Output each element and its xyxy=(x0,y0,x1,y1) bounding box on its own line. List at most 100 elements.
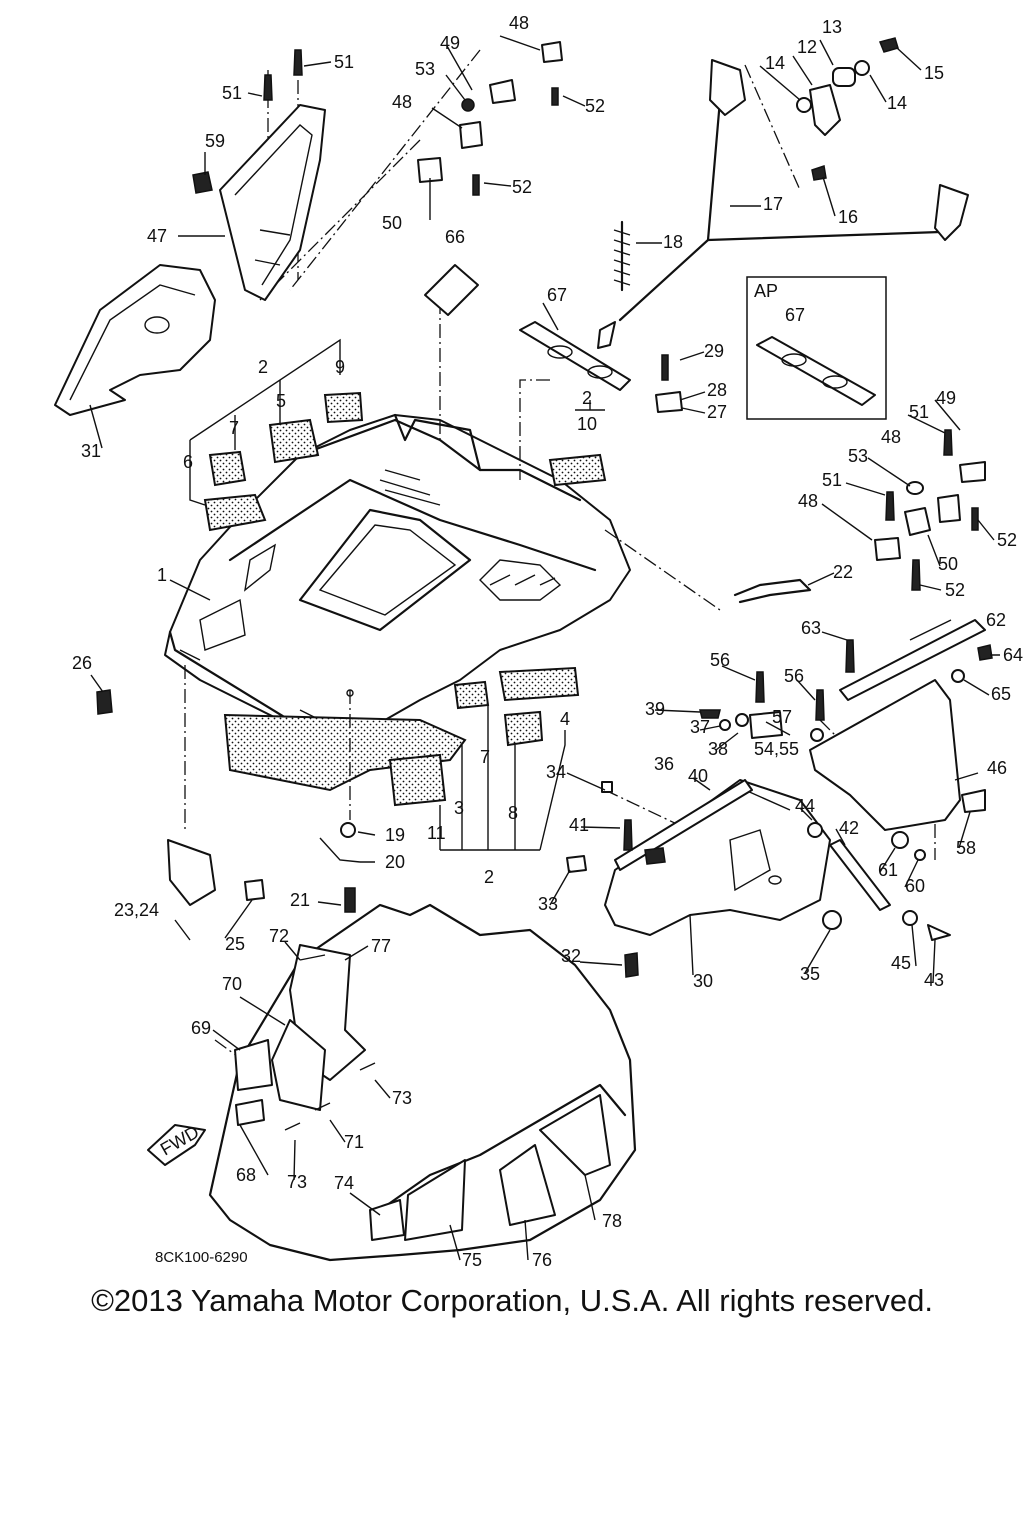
label-14: 14 xyxy=(887,93,907,113)
label-47: 47 xyxy=(147,226,167,246)
drawing-code: 8CK100-6290 xyxy=(155,1249,248,1266)
label-52: 52 xyxy=(585,96,605,116)
label-48: 48 xyxy=(881,427,901,447)
label-78: 78 xyxy=(602,1211,622,1231)
rail-42 xyxy=(829,839,891,911)
label-48: 48 xyxy=(509,13,529,33)
label-60: 60 xyxy=(905,876,925,896)
label-53: 53 xyxy=(415,59,435,79)
label-73: 73 xyxy=(287,1172,307,1192)
label-75: 75 xyxy=(462,1250,482,1270)
label-76: 76 xyxy=(532,1250,552,1270)
label-63: 63 xyxy=(801,618,821,638)
label-51: 51 xyxy=(334,52,354,72)
label-22: 22 xyxy=(833,562,853,582)
label-4: 4 xyxy=(560,709,570,729)
fasteners xyxy=(96,41,683,913)
label-27: 27 xyxy=(707,402,727,422)
label-7: 7 xyxy=(480,747,490,767)
label-71: 71 xyxy=(344,1132,364,1152)
group-brackets xyxy=(189,338,605,851)
label-18: 18 xyxy=(663,232,683,252)
label-66: 66 xyxy=(445,227,465,247)
right-fasteners xyxy=(874,429,986,591)
label-72: 72 xyxy=(269,926,289,946)
label-52: 52 xyxy=(512,177,532,197)
part-labels: 1 2 2 2 3 4 5 6 7 7 8 9 10 11 12 13 14 1… xyxy=(72,13,1023,1270)
gaskets xyxy=(424,264,631,391)
label-32: 32 xyxy=(561,946,581,966)
right-hardware xyxy=(566,639,993,978)
label-54-55: 54,55 xyxy=(754,739,799,759)
ap-label: AP xyxy=(754,281,778,301)
label-51: 51 xyxy=(822,470,842,490)
label-42: 42 xyxy=(839,818,859,838)
label-64: 64 xyxy=(1003,645,1023,665)
label-52: 52 xyxy=(997,530,1017,550)
label-40: 40 xyxy=(688,766,708,786)
label-13: 13 xyxy=(822,17,842,37)
label-45: 45 xyxy=(891,953,911,973)
lower-body xyxy=(147,903,637,1262)
label-62: 62 xyxy=(986,610,1006,630)
leader-lines xyxy=(89,35,1000,1261)
side-panel-31 xyxy=(54,264,216,416)
label-2: 2 xyxy=(484,867,494,887)
label-26: 26 xyxy=(72,653,92,673)
copyright-notice: ©2013 Yamaha Motor Corporation, U.S.A. A… xyxy=(91,1283,933,1318)
label-8: 8 xyxy=(508,803,518,823)
label-51: 51 xyxy=(909,402,929,422)
label-28: 28 xyxy=(707,380,727,400)
label-77: 77 xyxy=(371,936,391,956)
label-67: 67 xyxy=(547,285,567,305)
label-29: 29 xyxy=(704,341,724,361)
label-39: 39 xyxy=(645,699,665,719)
side-panel-47 xyxy=(219,104,326,301)
label-12: 12 xyxy=(797,37,817,57)
label-14: 14 xyxy=(765,53,785,73)
label-16: 16 xyxy=(838,207,858,227)
tube-22 xyxy=(733,578,812,604)
label-36: 36 xyxy=(654,754,674,774)
label-37: 37 xyxy=(690,717,710,737)
label-61: 61 xyxy=(878,860,898,880)
label-49: 49 xyxy=(936,388,956,408)
label-25: 25 xyxy=(225,934,245,954)
label-50: 50 xyxy=(938,554,958,574)
label-2: 2 xyxy=(258,357,268,377)
ap-inset xyxy=(746,276,887,420)
label-6: 6 xyxy=(183,452,193,472)
label-48: 48 xyxy=(392,92,412,112)
label-20: 20 xyxy=(385,852,405,872)
label-3: 3 xyxy=(454,798,464,818)
label-2: 2 xyxy=(582,388,592,408)
label-56: 56 xyxy=(784,666,804,686)
label-35: 35 xyxy=(800,964,820,984)
label-49: 49 xyxy=(440,33,460,53)
label-57: 57 xyxy=(772,707,792,727)
label-1: 1 xyxy=(157,565,167,585)
label-59: 59 xyxy=(205,131,225,151)
label-51: 51 xyxy=(222,83,242,103)
label-9: 9 xyxy=(335,357,345,377)
label-34: 34 xyxy=(546,762,566,782)
label-44: 44 xyxy=(795,796,815,816)
label-73: 73 xyxy=(392,1088,412,1108)
label-65: 65 xyxy=(991,684,1011,704)
label-23-24: 23,24 xyxy=(114,900,159,920)
foam-pads xyxy=(203,391,607,807)
label-69: 69 xyxy=(191,1018,211,1038)
label-21: 21 xyxy=(290,890,310,910)
label-52: 52 xyxy=(945,580,965,600)
label-17: 17 xyxy=(763,194,783,214)
label-68: 68 xyxy=(236,1165,256,1185)
label-41: 41 xyxy=(569,815,589,835)
label-50: 50 xyxy=(382,213,402,233)
label-48: 48 xyxy=(798,491,818,511)
label-10: 10 xyxy=(577,414,597,434)
label-67: 67 xyxy=(785,305,805,325)
label-46: 46 xyxy=(987,758,1007,778)
label-19: 19 xyxy=(385,825,405,845)
label-74: 74 xyxy=(334,1173,354,1193)
